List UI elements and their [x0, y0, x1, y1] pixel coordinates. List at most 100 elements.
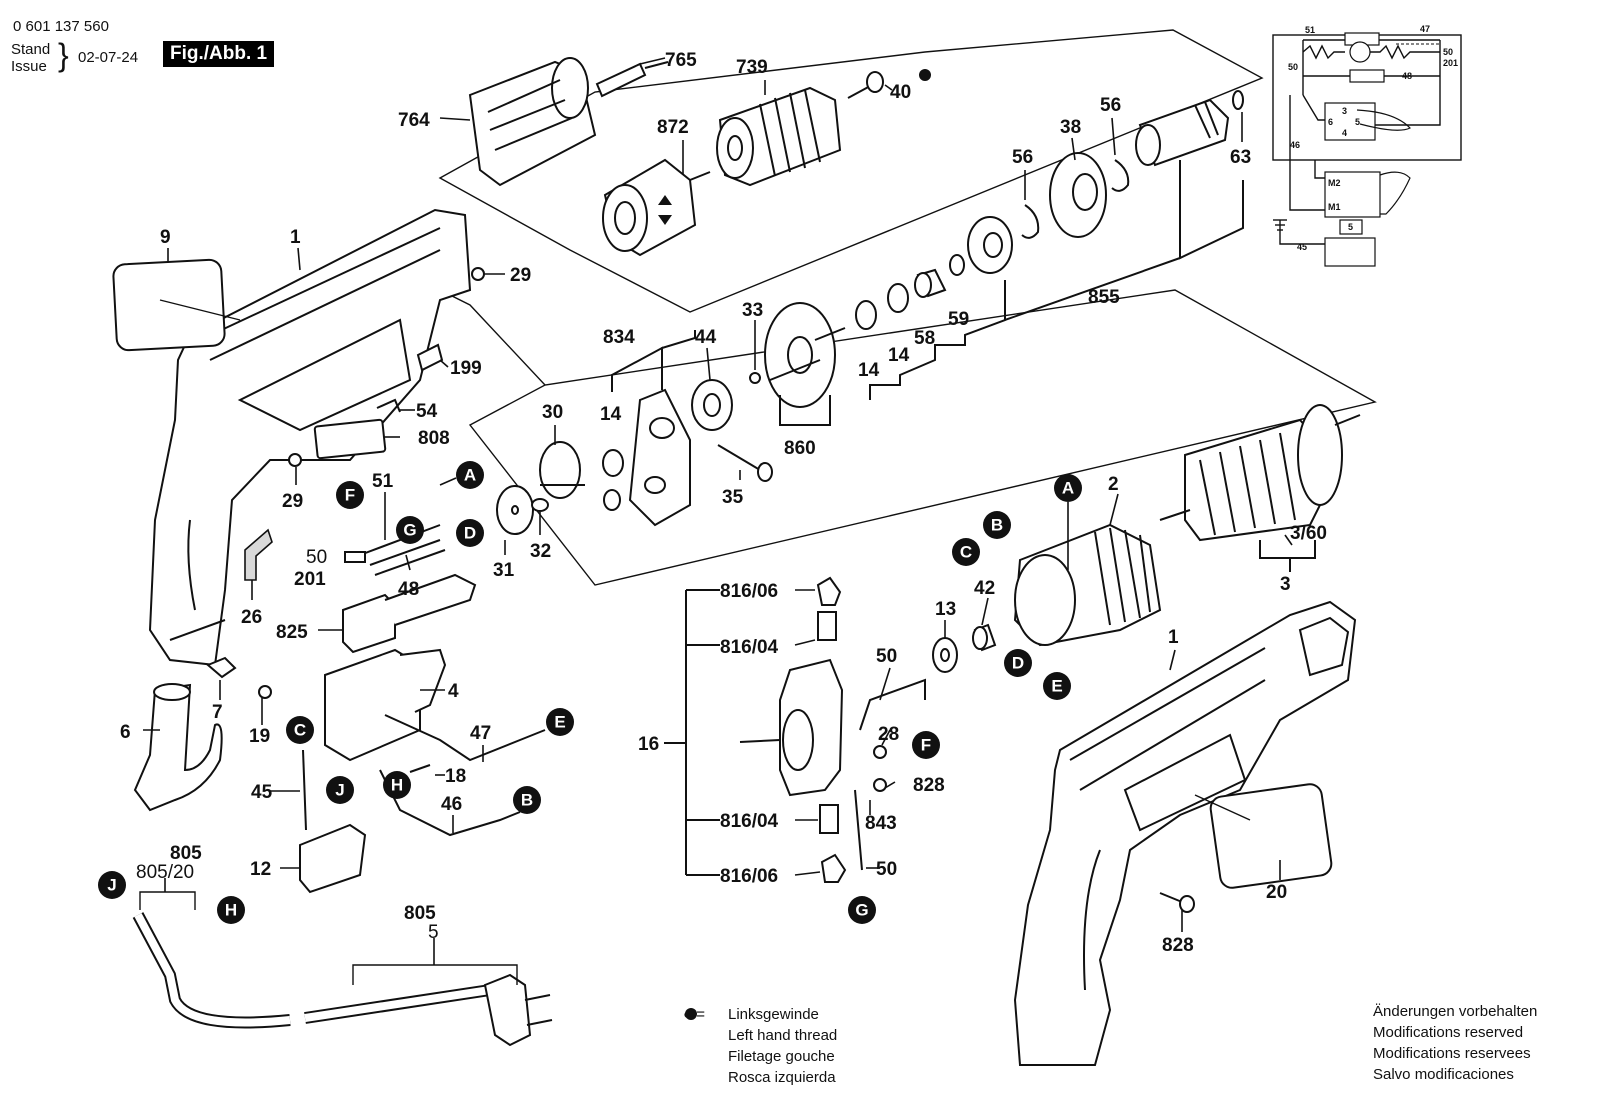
gear-plate-834 — [628, 388, 691, 527]
connector-j-2 — [98, 871, 126, 899]
label-765: 765 — [665, 50, 697, 71]
connector-c-2-label: C — [960, 543, 972, 562]
label-58: 58 — [914, 328, 935, 349]
label-20: 20 — [1266, 882, 1287, 903]
switch-4 — [324, 648, 447, 762]
label-42: 42 — [974, 578, 995, 599]
connector-e-1-label: E — [554, 713, 565, 732]
keyless-chuck-739 — [716, 86, 842, 187]
sch-label-46: 46 — [1290, 140, 1300, 150]
label-56b: 56 — [1100, 95, 1121, 116]
label-19: 19 — [249, 726, 270, 747]
connector-a-1-label: A — [464, 466, 476, 485]
gear-assembly-frame — [468, 289, 1377, 586]
brush-816-04b — [819, 804, 839, 834]
connector-d-2 — [1004, 649, 1032, 677]
label-51: 51 — [372, 471, 394, 492]
connector-a-2 — [1054, 474, 1082, 502]
notice-line-3: Modifications reservees — [1373, 1045, 1531, 1062]
bearing-14b — [855, 300, 877, 330]
screw-828b — [1159, 892, 1195, 913]
label-2: 2 — [1108, 474, 1119, 495]
stator-2 — [1013, 523, 1162, 647]
retaining-ring-63 — [1232, 90, 1244, 110]
label-764: 764 — [398, 110, 430, 131]
gear-860 — [764, 302, 846, 408]
label-45: 45 — [251, 782, 273, 803]
notice-line-2: Modifications reserved — [1373, 1024, 1524, 1041]
label-40: 40 — [890, 82, 911, 103]
label-33: 33 — [742, 300, 763, 321]
label-825: 825 — [276, 622, 308, 643]
legend-line-1: Linksgewinde — [728, 1006, 819, 1023]
label-828b: 828 — [1162, 935, 1194, 956]
bushing-58 — [914, 268, 947, 298]
label-5: 5 — [428, 922, 439, 943]
label-3-60: 3/60 — [1290, 523, 1327, 544]
chuck-key-764 — [468, 57, 597, 187]
label-48: 48 — [398, 579, 419, 600]
label-739: 739 — [736, 57, 768, 78]
connector-b-2 — [983, 511, 1011, 539]
connector-h-2 — [217, 896, 245, 924]
label-56a: 56 — [1012, 147, 1033, 168]
connector-e-2 — [1043, 672, 1071, 700]
legend-dot-icon — [685, 1008, 697, 1020]
bearing-13 — [932, 637, 958, 673]
connector-f-2 — [912, 731, 940, 759]
legend-line-2: Left hand thread — [728, 1027, 838, 1044]
bracket-834 — [611, 330, 696, 392]
legend-line-3: Filetage gouche — [728, 1048, 835, 1065]
label-plate-20 — [1209, 783, 1333, 889]
wire-47 — [384, 714, 546, 762]
bearing-14c — [887, 283, 909, 313]
label-805a: 805 — [170, 843, 202, 864]
brush-spring-816-06a — [816, 576, 842, 606]
label-50a: 50 — [306, 547, 327, 568]
sch-label-48: 48 — [1402, 71, 1412, 81]
notice-line-1: Änderungen vorbehalten — [1373, 1003, 1538, 1020]
screw-40 — [847, 69, 931, 99]
label-816-04a: 816/04 — [720, 637, 779, 658]
fan-30 — [539, 441, 585, 499]
label-38: 38 — [1060, 117, 1081, 138]
connector-j-1-label: J — [335, 781, 344, 800]
label-855: 855 — [1088, 287, 1120, 308]
connector-g-1-label: G — [403, 521, 416, 540]
connector-j-2-label: J — [107, 876, 116, 895]
label-816-04b: 816/04 — [720, 811, 779, 832]
circlip-56b — [1111, 159, 1130, 192]
figure-label: Fig./Abb. 1 — [163, 41, 275, 67]
capacitor-45 — [302, 749, 307, 831]
label-plate-9 — [112, 258, 226, 352]
sch-label-5a: 5 — [1355, 117, 1360, 127]
connector-f-2-label: F — [921, 736, 931, 755]
bracket-805b — [352, 964, 518, 985]
power-cord-805 — [134, 913, 291, 1027]
stand-label: Stand — [11, 41, 51, 58]
leader-20 — [1194, 794, 1251, 821]
label-28: 28 — [878, 724, 899, 745]
label-7: 7 — [212, 702, 223, 723]
handle-6 — [133, 683, 223, 812]
screw-28 — [873, 745, 887, 759]
connector-c-2 — [952, 538, 980, 566]
connector-j-1 — [326, 776, 354, 804]
bracket-855 — [869, 160, 1244, 400]
wiring-schematic: 51 47 50 201 50 48 46 3 6 5 4 M2 M1 5 45 — [1272, 24, 1462, 267]
sch-label-6: 6 — [1328, 117, 1333, 127]
screw-29a — [471, 267, 485, 281]
screw-19 — [258, 685, 272, 699]
connector-d-1 — [456, 519, 484, 547]
washer-31 — [496, 485, 534, 535]
brush-816-04a — [817, 611, 837, 641]
leader-lines — [143, 57, 1293, 965]
bracket-3 — [1259, 540, 1316, 572]
connector-a-1 — [456, 461, 484, 489]
label-30: 30 — [542, 402, 563, 423]
wire-51 — [359, 524, 441, 556]
connector-c-1-label: C — [294, 721, 306, 740]
connector-e-2-label: E — [1051, 677, 1062, 696]
bracket-860 — [779, 395, 831, 426]
label-50c: 50 — [876, 859, 897, 880]
